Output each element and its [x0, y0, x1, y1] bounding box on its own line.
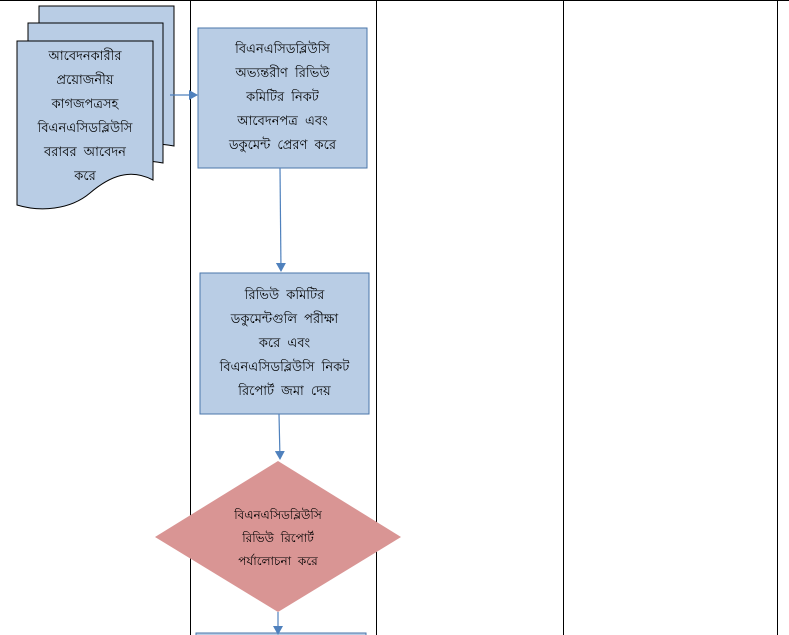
decision-line-3: পর্যালোচনা করে	[238, 553, 318, 568]
review-line-3: করে এবং	[258, 335, 311, 351]
document-line-3: কাগজপত্রসহ	[51, 97, 119, 112]
submit-line-4: আবেদনপত্র এবং	[237, 114, 328, 129]
document-line-2: প্রয়োজনীয়	[56, 73, 114, 88]
decision-line-2: রিভিউ রিপোর্ট	[242, 530, 314, 545]
submit-line-3: কমিটির নিকট	[246, 90, 319, 105]
review-node-text: রিভিউ কমিটির ডকুমেন্টগুলি পরীক্ষা করে এব…	[200, 273, 369, 414]
submit-line-5: ডকুমেন্ট প্রেরণ করে	[228, 138, 337, 153]
review-line-4: বিএনএসিডব্লিউসি নিকট	[219, 359, 350, 375]
lane-divider-2	[376, 0, 377, 635]
process-review-shape	[199, 272, 370, 415]
document-line-6: করে	[74, 169, 96, 184]
lane-divider-4	[777, 0, 778, 635]
arrow-review-to-decision	[274, 413, 285, 460]
decision-node-text: বিএনএসিডব্লিউসি রিভিউ রিপোর্ট পর্যালোচনা…	[205, 500, 351, 576]
arrow-submit-to-review	[275, 167, 286, 272]
decision-line-1: বিএনএসিডব্লিউসি	[234, 507, 322, 522]
review-line-2: ডকুমেন্টগুলি পরীক্ষা	[230, 311, 339, 327]
submit-line-2: অভ্যন্তরীণ রিভিউ	[235, 66, 330, 81]
lane-divider-3	[563, 0, 564, 635]
lane-top-border	[0, 0, 789, 1]
document-line-1: আবেদনকারীর	[48, 49, 122, 64]
review-line-5: রিপোর্ট জমা দেয়	[238, 383, 331, 399]
document-line-4: বিএনএসিডব্লিউসি	[37, 121, 133, 136]
review-line-1: রিভিউ কমিটির	[244, 287, 325, 303]
document-line-5: বরাবর আবেদন	[44, 145, 126, 160]
decision-diamond-shape	[155, 461, 401, 612]
document-node-text: আবেদনকারীর প্রয়োজনীয় কাগজপত্রসহ বিএনএস…	[18, 44, 152, 190]
process-submit-shape	[197, 27, 368, 169]
lane-divider-1	[190, 0, 191, 635]
document-front	[16, 40, 154, 210]
submit-line-1: বিএনএসিডব্লিউসি	[235, 42, 330, 57]
submit-node-text: বিএনএসিডব্লিউসি অভ্যন্তরীণ রিভিউ কমিটির …	[198, 28, 367, 168]
